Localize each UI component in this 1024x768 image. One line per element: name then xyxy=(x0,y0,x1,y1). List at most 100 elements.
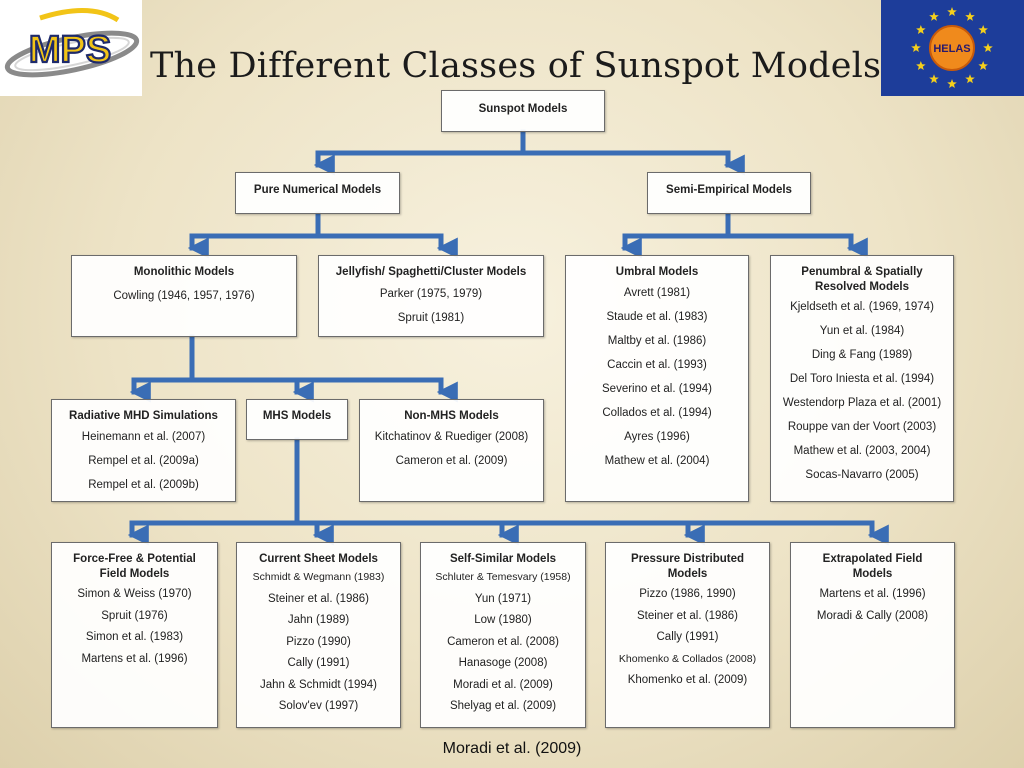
node-pure-numerical-models: Pure Numerical Models xyxy=(235,172,400,214)
node-pressure-distributed-models: Pressure Distributed Models Pizzo (1986,… xyxy=(605,542,770,728)
list-item: Jahn & Schmidt (1994) xyxy=(260,678,377,691)
list-item: Rempel et al. (2009a) xyxy=(88,455,199,467)
list-item: Mathew et al. (2003, 2004) xyxy=(793,445,931,457)
node-item-list: Heinemann et al. (2007) Rempel et al. (2… xyxy=(52,425,235,497)
star-icon xyxy=(916,25,926,34)
list-item: Spruit (1976) xyxy=(101,609,168,622)
star-icon xyxy=(916,61,926,70)
node-item-list: Parker (1975, 1979) Spruit (1981) xyxy=(319,282,543,330)
list-item: Jahn (1989) xyxy=(287,614,350,626)
node-item-list: Kitchatinov & Ruediger (2008) Cameron et… xyxy=(360,425,543,473)
node-title: Current Sheet Models xyxy=(259,553,378,565)
node-force-free-models: Force-Free & Potential Field Models Simo… xyxy=(51,542,218,728)
node-radiative-mhd-simulations: Radiative MHD Simulations Heinemann et a… xyxy=(51,399,236,502)
list-item: Schmidt & Wegmann (1983) xyxy=(252,571,385,583)
list-item: Steiner et al. (1986) xyxy=(636,609,738,622)
node-item-list: Simon & Weiss (1970) Spruit (1976) Simon… xyxy=(52,584,217,670)
list-item: Maltby et al. (1986) xyxy=(607,335,707,347)
helas-logo: HELAS xyxy=(881,0,1024,96)
list-item: Moradi et al. (2009) xyxy=(453,678,553,691)
node-monolithic-models: Monolithic Models Cowling (1946, 1957, 1… xyxy=(71,255,297,337)
node-title: Pressure Distributed Models xyxy=(630,553,745,580)
list-item: Yun (1971) xyxy=(474,592,532,605)
node-title: Penumbral & Spatially Resolved Models xyxy=(801,266,923,293)
helas-logo-graphic: HELAS xyxy=(911,7,993,88)
list-item: Heinemann et al. (2007) xyxy=(81,431,206,443)
mps-logo: MPS xyxy=(0,0,142,96)
list-item: Martens et al. (1996) xyxy=(819,588,926,600)
star-icon xyxy=(947,79,957,88)
node-item-list: Martens et al. (1996) Moradi & Cally (20… xyxy=(791,584,954,627)
node-title: Radiative MHD Simulations xyxy=(69,410,218,422)
list-item: Simon & Weiss (1970) xyxy=(77,588,192,600)
mps-logo-graphic: MPS xyxy=(4,8,140,78)
list-item: Shelyag et al. (2009) xyxy=(449,700,557,712)
node-title: Monolithic Models xyxy=(133,266,235,278)
list-item: Martens et al. (1996) xyxy=(81,652,188,665)
node-title: MHS Models xyxy=(262,410,332,422)
node-item-list: Pizzo (1986, 1990) Steiner et al. (1986)… xyxy=(606,584,769,692)
list-item: Kitchatinov & Ruediger (2008) xyxy=(374,431,529,443)
list-item: Rouppe van der Voort (2003) xyxy=(787,421,937,433)
list-item: Del Toro Iniesta et al. (1994) xyxy=(789,373,935,385)
node-jellyfish-models: Jellyfish/ Spaghetti/Cluster Models Park… xyxy=(318,255,544,337)
node-mhs-models: MHS Models xyxy=(246,399,348,440)
list-item: Cowling (1946, 1957, 1976) xyxy=(113,290,255,302)
list-item: Steiner et al. (1986) xyxy=(267,592,369,605)
list-item: Collados et al. (1994) xyxy=(602,407,712,419)
node-self-similar-models: Self-Similar Models Schluter & Temesvary… xyxy=(420,542,586,728)
list-item: Parker (1975, 1979) xyxy=(379,288,483,300)
list-item: Cally (1991) xyxy=(287,657,350,669)
node-umbral-models: Umbral Models Avrett (1981) Staude et al… xyxy=(565,255,749,502)
node-item-list: Schmidt & Wegmann (1983) Steiner et al. … xyxy=(237,567,400,718)
list-item: Rempel et al. (2009b) xyxy=(88,479,199,491)
node-extrapolated-field-models: Extrapolated Field Models Martens et al.… xyxy=(790,542,955,728)
page-title: The Different Classes of Sunspot Models xyxy=(150,46,882,86)
citation-footer: Moradi et al. (2009) xyxy=(442,740,582,757)
list-item: Westendorp Plaza et al. (2001) xyxy=(782,397,942,409)
star-icon xyxy=(929,11,939,21)
node-non-mhs-models: Non-MHS Models Kitchatinov & Ruediger (2… xyxy=(359,399,544,502)
node-item-list: Avrett (1981) Staude et al. (1983) Maltb… xyxy=(566,281,748,473)
list-item: Solov'ev (1997) xyxy=(278,700,359,712)
star-icon xyxy=(947,7,957,16)
list-item: Cameron et al. (2009) xyxy=(395,455,508,467)
star-icon xyxy=(978,25,988,34)
list-item: Socas-Navarro (2005) xyxy=(805,469,919,481)
list-item: Low (1980) xyxy=(474,614,532,626)
node-item-list: Kjeldseth et al. (1969, 1974) Yun et al.… xyxy=(771,295,953,487)
star-icon xyxy=(911,43,921,52)
list-item: Spruit (1981) xyxy=(397,312,465,324)
list-item: Cameron et al. (2008) xyxy=(447,635,559,648)
list-item: Ding & Fang (1989) xyxy=(811,349,913,361)
list-item: Mathew et al. (2004) xyxy=(604,455,710,467)
list-item: Ayres (1996) xyxy=(624,431,690,443)
star-icon xyxy=(978,61,988,70)
node-title: Self-Similar Models xyxy=(449,553,557,565)
star-icon xyxy=(929,74,939,84)
list-item: Schluter & Temesvary (1958) xyxy=(435,571,571,583)
list-item: Kjeldseth et al. (1969, 1974) xyxy=(790,301,934,313)
node-title: Semi-Empirical Models xyxy=(666,184,792,196)
node-title: Sunspot Models xyxy=(478,103,568,115)
node-title: Jellyfish/ Spaghetti/Cluster Models xyxy=(335,266,527,278)
list-item: Severino et al. (1994) xyxy=(602,383,712,395)
node-current-sheet-models: Current Sheet Models Schmidt & Wegmann (… xyxy=(236,542,401,728)
list-item: Hanasoge (2008) xyxy=(458,657,548,669)
list-item: Pizzo (1990) xyxy=(286,635,351,648)
list-item: Staude et al. (1983) xyxy=(606,311,708,323)
star-icon xyxy=(965,11,975,21)
node-penumbral-models: Penumbral & Spatially Resolved Models Kj… xyxy=(770,255,954,502)
node-item-list: Cowling (1946, 1957, 1976) xyxy=(72,284,296,308)
star-icon xyxy=(965,74,975,84)
list-item: Pizzo (1986, 1990) xyxy=(639,588,736,600)
node-semi-empirical-models: Semi-Empirical Models xyxy=(647,172,811,214)
node-title: Force-Free & Potential Field Models xyxy=(73,553,196,580)
node-title: Non-MHS Models xyxy=(404,410,499,422)
list-item: Yun et al. (1984) xyxy=(819,325,905,337)
node-item-list: Schluter & Temesvary (1958) Yun (1971) L… xyxy=(421,567,585,718)
list-item: Simon et al. (1983) xyxy=(85,631,184,643)
node-title: Extrapolated Field Models xyxy=(822,553,923,580)
list-item: Khomenko et al. (2009) xyxy=(627,674,748,686)
